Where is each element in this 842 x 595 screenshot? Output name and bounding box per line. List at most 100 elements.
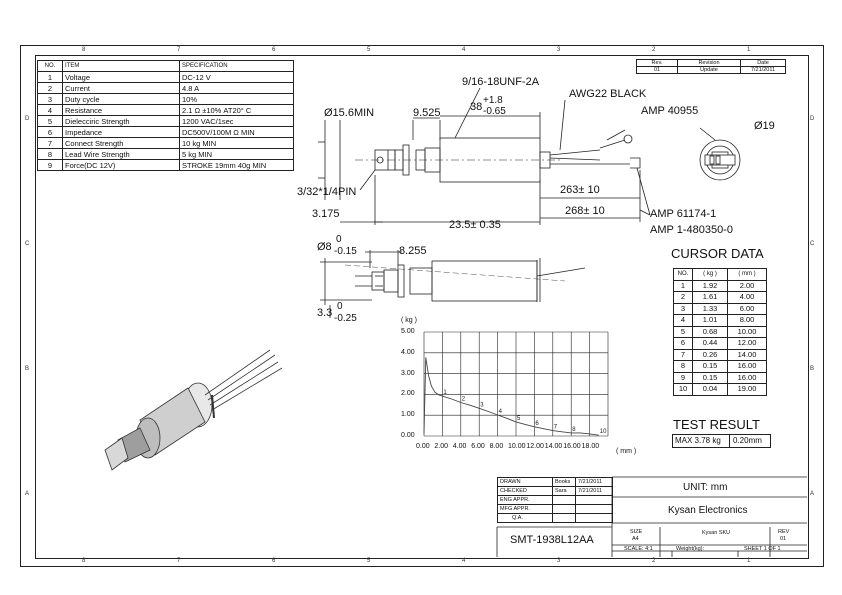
plunger-lower <box>371 271 385 291</box>
rev-label: REV <box>778 529 790 535</box>
dim-38-lower-tol: -0.65 <box>483 106 506 117</box>
sheet-label: SHEET 1 OF 1 <box>744 546 781 552</box>
mfg-appr-label: MFG APPR. <box>497 504 553 514</box>
zone-label: C <box>25 241 30 247</box>
test-max-value: MAX 3.78 kg <box>675 436 721 445</box>
x-tick-label: 4.00 <box>452 443 467 450</box>
dim-235: 23.5± 0.35 <box>449 219 501 231</box>
dim-8255: 8.255 <box>399 245 427 257</box>
zone-label: 1 <box>747 47 751 53</box>
zone-label: 3 <box>557 47 561 53</box>
diameter-min-label: Ø15.6MIN <box>324 107 375 119</box>
dim-38: 38 <box>470 101 483 113</box>
test-result-title: TEST RESULT <box>673 417 760 432</box>
zone-label: 7 <box>177 47 181 53</box>
qa-label: Q.A. <box>497 513 553 523</box>
zone-label: 2 <box>652 47 656 53</box>
cursor-header-row: NO.( kg )( mm ) <box>673 268 767 281</box>
zone-label: 4 <box>462 558 466 564</box>
dim-d8-lower-tol: -0.15 <box>334 246 357 257</box>
zone-label: B <box>810 366 815 372</box>
part-number: SMT-1938L12AA <box>510 534 594 546</box>
company-name: Kysan Electronics <box>668 505 748 516</box>
zone-label: 1 <box>747 558 751 564</box>
amp1-label: AMP 40955 <box>641 105 699 117</box>
y-tick-label: 0.00 <box>401 432 415 439</box>
curve-point-label: 10 <box>600 429 607 435</box>
end-view <box>699 139 741 181</box>
zone-label: 6 <box>272 558 276 564</box>
drawing-frame <box>20 45 824 567</box>
chart-ylabel: ( kg ) <box>401 317 417 324</box>
curve-point-label: 2 <box>462 397 466 403</box>
y-tick-label: 1.00 <box>401 411 415 419</box>
curve-point-label: 1 <box>443 390 447 396</box>
dim-38-upper-tol: +1.8 <box>483 95 503 106</box>
solenoid-body-lower <box>431 260 538 302</box>
checked-date: 7/21/2011 <box>575 486 613 496</box>
drawn-date: 7/21/2011 <box>575 477 613 487</box>
curve-point-label: 7 <box>554 425 558 431</box>
rev-value: 01 <box>780 536 787 542</box>
eng-appr-label: ENG APPR. <box>497 495 553 505</box>
zone-label: 4 <box>462 47 466 53</box>
test-result-box: MAX 3.78 kg 0.20mm <box>672 434 771 448</box>
rev-date: 7/21/2011 <box>740 66 786 74</box>
pin-label: 3/32*1/4PIN <box>297 186 357 198</box>
scale-label: SCALE: 4:1 <box>624 546 653 552</box>
zone-label: 6 <box>272 47 276 53</box>
dim-9525: 9.525 <box>413 107 441 119</box>
thread-label: 9/16-18UNF-2A <box>462 76 540 88</box>
force-curve <box>423 357 599 436</box>
wire-label: AWG22 BLACK <box>569 88 647 100</box>
amp2-label: AMP 61174-1 <box>650 208 717 220</box>
cursor-data-title: CURSOR DATA <box>671 246 764 261</box>
zone-label: 8 <box>82 47 86 53</box>
dim-33-lower-tol: -0.25 <box>334 313 357 324</box>
zone-label: A <box>25 491 30 497</box>
x-tick-label: 14.00 <box>544 443 563 450</box>
zone-label: D <box>25 116 30 122</box>
x-tick-label: 6.00 <box>471 443 485 450</box>
size-value: A4 <box>632 536 639 542</box>
curve-point-label: 3 <box>480 402 484 408</box>
zone-label: A <box>810 491 815 497</box>
dim-263: 263± 10 <box>560 184 600 196</box>
revision-table: Rev. Revision Date 01 Update 7/21/2011 <box>636 59 786 74</box>
x-tick-label: 12.00 <box>526 443 544 450</box>
dim-d8-upper-tol: 0 <box>336 234 342 245</box>
curve-point-label: 6 <box>535 421 539 427</box>
x-tick-label: 8.00 <box>489 443 504 450</box>
inner-frame <box>35 55 809 559</box>
dim-33: 3.3 <box>317 307 333 319</box>
curve-point-label: 5 <box>517 416 521 422</box>
size-label: SIZE <box>630 529 643 535</box>
x-tick-label: 16.00 <box>563 443 581 450</box>
unit-label: UNIT: mm <box>683 482 728 493</box>
x-tick-label: 18.00 <box>581 443 600 450</box>
x-tick-label: 2.00 <box>434 443 449 450</box>
zone-label: 3 <box>557 558 561 564</box>
drawn-by: Books <box>552 477 576 487</box>
weight-label: Weight(kg): <box>676 546 705 552</box>
zone-label: D <box>810 116 815 122</box>
zone-label: 7 <box>177 558 181 564</box>
zone-label: 8 <box>82 558 86 564</box>
amp3-label: AMP 1-480350-0 <box>650 224 733 236</box>
checked-label: CHECKED <box>497 486 553 496</box>
